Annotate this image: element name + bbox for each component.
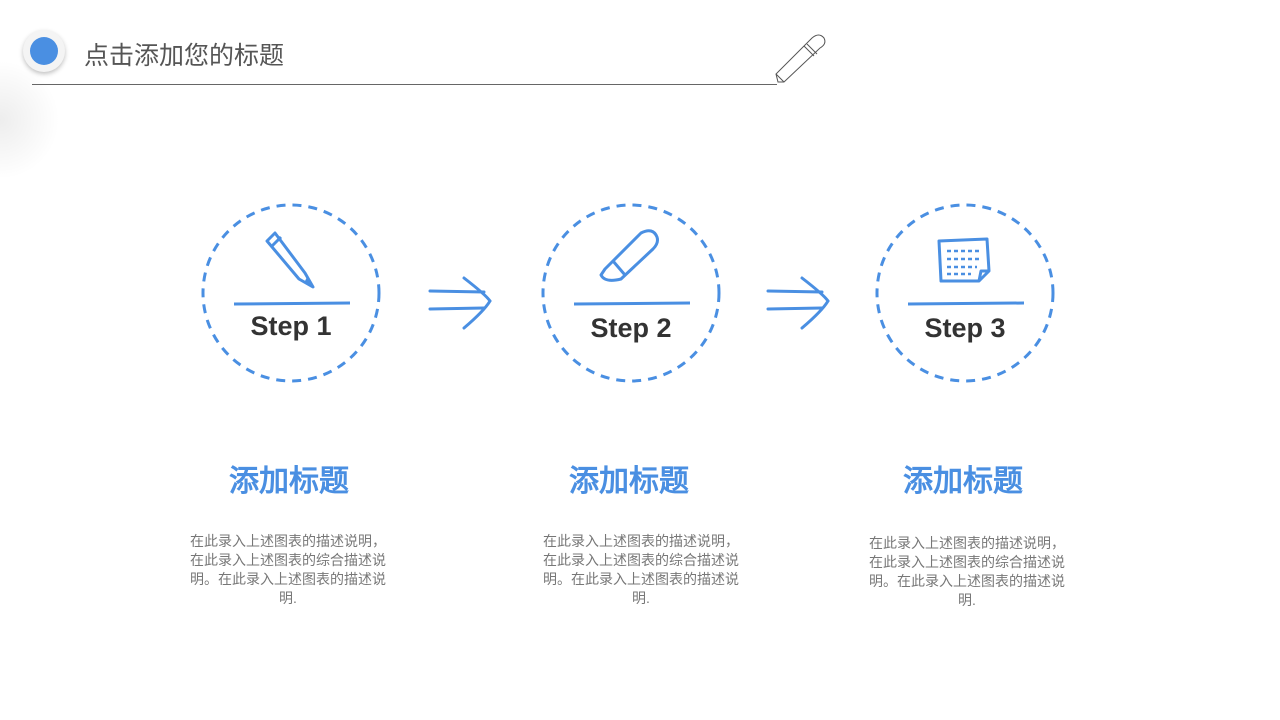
eraser-icon	[599, 229, 659, 282]
page-title: 点击添加您的标题	[84, 42, 285, 70]
step-1: Step 1	[201, 203, 381, 383]
step-description: 在此录入上述图表的描述说明，在此录入上述图表的综合描述说明。在此录入上述图表的描…	[190, 533, 386, 606]
step-2: Step 2	[541, 203, 721, 383]
step-heading: 添加标题	[229, 465, 349, 498]
arrow-right-icon	[766, 276, 830, 330]
step-description: 在此录入上述图表的描述说明，在此录入上述图表的综合描述说明。在此录入上述图表的描…	[543, 533, 739, 606]
step-label: Step 3	[924, 313, 1006, 343]
corner-shadow	[0, 60, 60, 180]
notepad-icon	[937, 237, 991, 283]
step-label: Step 2	[590, 313, 672, 343]
step-label: Step 1	[250, 311, 332, 341]
title-underline	[32, 84, 777, 85]
step-heading: 添加标题	[903, 465, 1023, 498]
title-bullet-icon	[23, 30, 65, 72]
step-heading: 添加标题	[569, 465, 689, 498]
arrow-right-icon	[428, 276, 492, 330]
step-3: Step 3	[875, 203, 1055, 383]
pencil-icon	[265, 231, 315, 289]
pen-icon	[775, 34, 826, 83]
step-description: 在此录入上述图表的描述说明，在此录入上述图表的综合描述说明。在此录入上述图表的描…	[869, 535, 1065, 608]
